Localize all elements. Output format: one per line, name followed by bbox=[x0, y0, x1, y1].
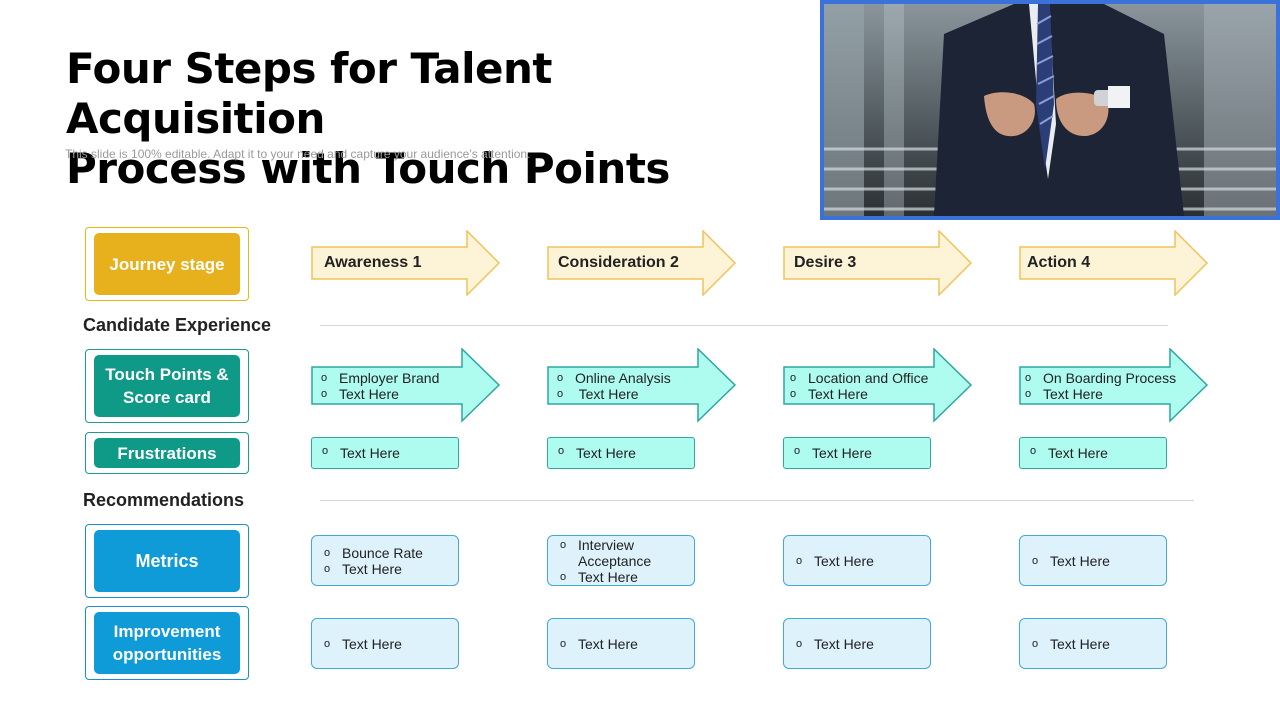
touch-points-label-frame: Touch Points & Score card bbox=[85, 349, 249, 423]
touch-point-item: Text Here bbox=[1025, 386, 1176, 402]
subtitle: This slide is 100% editable. Adapt it to… bbox=[65, 147, 531, 161]
title-line-1: Four Steps for Talent Acquisition bbox=[66, 44, 552, 143]
frustration-item: Text Here bbox=[1030, 445, 1108, 461]
improvement-item: Text Here bbox=[1032, 636, 1110, 652]
stage-label: Action 4 bbox=[1027, 254, 1091, 271]
metrics-box-3: Text Here bbox=[783, 535, 931, 586]
touch-point-item: Location and Office bbox=[790, 370, 928, 386]
metrics-label: Metrics bbox=[94, 530, 240, 592]
frustration-item: Text Here bbox=[558, 445, 636, 461]
candidate-experience-divider bbox=[320, 325, 1168, 326]
improvement-item: Text Here bbox=[560, 636, 638, 652]
touch-point-item: On Boarding Process bbox=[1025, 370, 1176, 386]
touch-point-arrow-1: Employer Brand Text Here bbox=[311, 348, 501, 423]
improvement-label: Improvement opportunities bbox=[94, 612, 240, 674]
frustration-box-3: Text Here bbox=[783, 437, 931, 469]
frustration-box-4: Text Here bbox=[1019, 437, 1167, 469]
metrics-item: Bounce Rate bbox=[324, 545, 423, 561]
frustration-box-1: Text Here bbox=[311, 437, 459, 469]
touch-point-item: Employer Brand bbox=[321, 370, 439, 386]
improvement-box-3: Text Here bbox=[783, 618, 931, 669]
photo-illustration bbox=[824, 4, 1276, 216]
metrics-box-4: Text Here bbox=[1019, 535, 1167, 586]
metrics-item: Text Here bbox=[796, 553, 874, 569]
businessman-photo bbox=[820, 0, 1280, 220]
touch-point-item: Text Here bbox=[790, 386, 928, 402]
stage-label: Desire 3 bbox=[794, 254, 857, 271]
metrics-box-2: Interview Acceptance Text Here bbox=[547, 535, 695, 586]
frustration-box-2: Text Here bbox=[547, 437, 695, 469]
improvement-box-2: Text Here bbox=[547, 618, 695, 669]
stage-arrow-desire: Desire 3 bbox=[783, 230, 973, 296]
stage-arrow-action: Action 4 bbox=[1019, 230, 1209, 296]
frustration-item: Text Here bbox=[794, 445, 872, 461]
improvement-label-frame: Improvement opportunities bbox=[85, 606, 249, 680]
metrics-item: Text Here bbox=[324, 561, 423, 577]
journey-stage-label-frame: Journey stage bbox=[85, 227, 249, 301]
stage-arrow-consideration: Consideration 2 bbox=[547, 230, 737, 296]
recommendations-heading: Recommendations bbox=[83, 490, 245, 510]
frustrations-label: Frustrations bbox=[94, 438, 240, 468]
touch-point-arrow-2: Online Analysis Text Here bbox=[547, 348, 737, 423]
candidate-experience-heading: Candidate Experience bbox=[83, 315, 272, 335]
improvement-box-4: Text Here bbox=[1019, 618, 1167, 669]
stage-label: Consideration 2 bbox=[558, 254, 679, 271]
touch-point-item: Text Here bbox=[321, 386, 439, 402]
metrics-item: Text Here bbox=[560, 569, 670, 585]
stage-arrow-awareness: Awareness 1 bbox=[311, 230, 501, 296]
touch-point-arrow-4: On Boarding Process Text Here bbox=[1019, 348, 1209, 423]
stage-label: Awareness 1 bbox=[324, 254, 422, 271]
metrics-label-frame: Metrics bbox=[85, 524, 249, 598]
touch-point-item: Online Analysis bbox=[557, 370, 671, 386]
touch-point-arrow-3: Location and Office Text Here bbox=[783, 348, 973, 423]
metrics-box-1: Bounce Rate Text Here bbox=[311, 535, 459, 586]
title-line-2: Process with Touch Points bbox=[66, 144, 670, 193]
metrics-item: Text Here bbox=[1032, 553, 1110, 569]
touch-point-item: Text Here bbox=[557, 386, 671, 402]
recommendations-divider bbox=[320, 500, 1194, 501]
journey-stage-label: Journey stage bbox=[94, 233, 240, 295]
improvement-item: Text Here bbox=[796, 636, 874, 652]
frustration-item: Text Here bbox=[322, 445, 400, 461]
touch-points-label: Touch Points & Score card bbox=[94, 355, 240, 417]
improvement-box-1: Text Here bbox=[311, 618, 459, 669]
page-title: Four Steps for Talent Acquisition Proces… bbox=[66, 44, 786, 194]
frustrations-label-frame: Frustrations bbox=[85, 432, 249, 474]
improvement-item: Text Here bbox=[324, 636, 402, 652]
metrics-item: Interview Acceptance bbox=[560, 537, 670, 569]
